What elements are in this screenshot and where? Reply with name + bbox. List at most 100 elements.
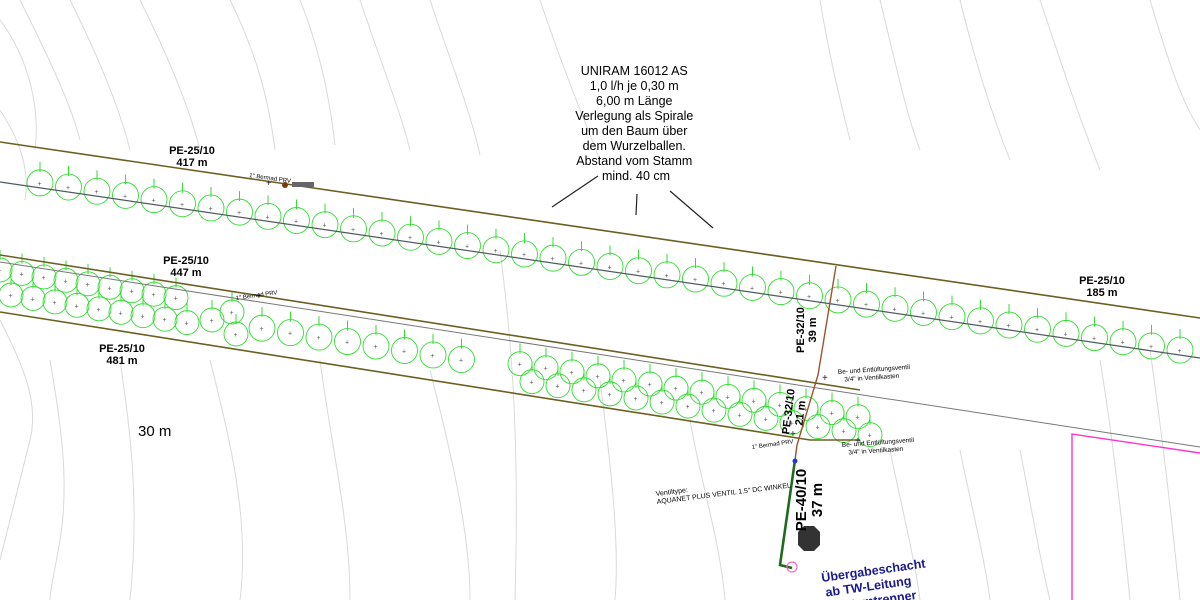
- tree-marker: +: [266, 214, 270, 221]
- prv-label-mid: 1" Bermad PRV: [235, 290, 277, 302]
- pipe-label-top-left-length: 417 m: [176, 157, 207, 169]
- tree-marker: +: [141, 314, 145, 321]
- tree-marker: +: [75, 303, 79, 310]
- tree-marker: +: [288, 331, 292, 338]
- tree-marker: +: [64, 278, 68, 285]
- tree-spiral: [0, 257, 13, 283]
- pipe-label-mid-upper-type: PE-25/10: [163, 255, 209, 267]
- tree-marker: +: [522, 252, 526, 259]
- tree-marker: +: [608, 264, 612, 271]
- tree-marker: +: [152, 292, 156, 299]
- prv-label-top: 1" Bermad PRV: [249, 173, 291, 185]
- main-pipe-40: [778, 459, 797, 570]
- tree-marker: +: [42, 275, 46, 282]
- tree-marker: +: [465, 244, 469, 251]
- tree-marker: +: [323, 223, 327, 230]
- tree-marker: +: [807, 294, 811, 301]
- tree-marker: +: [209, 206, 213, 213]
- tree-marker: +: [665, 273, 669, 280]
- tree-marker: +: [712, 408, 716, 415]
- tree-marker: +: [978, 319, 982, 326]
- tree-marker: +: [351, 227, 355, 234]
- tree-marker: +: [1149, 344, 1153, 351]
- prv-symbol-mid: +: [256, 291, 262, 302]
- tree-marker: +: [636, 269, 640, 276]
- pipe-label-mid-lower-type: PE-25/10: [99, 343, 145, 355]
- riser-39-type: PE-32/10: [795, 307, 807, 353]
- pipe-label-top-left-type: PE-25/10: [169, 145, 215, 157]
- tree-marker: +: [152, 198, 156, 205]
- pipe-mid-a: [0, 254, 861, 391]
- tree-marker: +: [693, 277, 697, 284]
- tree-marker: +: [856, 415, 860, 422]
- tree-marker: +: [1121, 340, 1125, 347]
- tree-marker: +: [123, 193, 127, 200]
- tree-marker: +: [1064, 331, 1068, 338]
- tree-marker: +: [660, 400, 664, 407]
- tree-marker: +: [634, 396, 638, 403]
- prv-symbol-top: +: [266, 178, 314, 188]
- tree-marker: +: [864, 302, 868, 309]
- tree-marker: +: [237, 210, 241, 217]
- tree-marker: +: [608, 392, 612, 399]
- tree-marker: +: [722, 281, 726, 288]
- pipe-label-mid-lower-length: 481 m: [106, 355, 137, 367]
- tree-marker: +: [530, 380, 534, 387]
- tree-marker: +: [163, 317, 167, 324]
- valve-type-label: Ventiltype: AQUANET PLUS VENTIL 1.5" DC …: [655, 482, 791, 505]
- junction-dot: [792, 458, 798, 464]
- tree-marker: +: [738, 412, 742, 419]
- tree-marker: +: [726, 394, 730, 401]
- tree-marker: +: [674, 386, 678, 393]
- svg-text:+: +: [822, 373, 828, 384]
- tree-marker: +: [752, 398, 756, 405]
- tree-marker: +: [816, 425, 820, 432]
- svg-text:+: +: [266, 178, 271, 188]
- tree-marker: +: [294, 218, 298, 225]
- svg-text:+: +: [790, 429, 796, 440]
- supply-pipes: [0, 141, 1200, 600]
- tree-marker: +: [921, 310, 925, 317]
- tree-spirals: + + + + + + + + + + + + + + + + + + + + + + + + + + + + + + + + + + + + + + + +…: [0, 161, 1194, 448]
- main-40-type: PE-40/10: [793, 469, 810, 532]
- tree-marker: +: [494, 248, 498, 255]
- svg-text:Be- und Entlüftungsventil: Be- und Entlüftungsventil 3/4" in Ventil…: [842, 437, 917, 457]
- tree-marker: +: [31, 296, 35, 303]
- tree-marker: +: [234, 332, 238, 339]
- tree-marker: +: [174, 296, 178, 303]
- pipe-top-lower: [0, 181, 1200, 359]
- tree-marker: +: [95, 189, 99, 196]
- tree-marker: +: [556, 384, 560, 391]
- tree-marker: +: [180, 202, 184, 209]
- tree-marker: +: [596, 374, 600, 381]
- svg-text:+: +: [256, 291, 262, 302]
- tree-marker: +: [108, 285, 112, 292]
- tree-marker: +: [686, 404, 690, 411]
- pipe-mid-b: [0, 261, 1200, 448]
- tree-marker: +: [518, 362, 522, 369]
- tree-marker: +: [402, 349, 406, 356]
- tree-marker: +: [210, 318, 214, 325]
- tree-marker: +: [119, 310, 123, 317]
- uniram-note: UNIRAM 16012 AS 1,0 l/h je 0,30 m 6,00 m…: [575, 64, 697, 183]
- tree-marker: +: [380, 231, 384, 238]
- pipe-label-mid-upper-length: 447 m: [170, 267, 201, 279]
- pipe-top-upper: [0, 141, 1200, 319]
- tree-marker: +: [437, 239, 441, 246]
- tree-marker: +: [459, 357, 463, 364]
- riser-21-type: PE-32/10: [780, 388, 798, 435]
- tree-marker: +: [544, 366, 548, 373]
- tree-marker: +: [1178, 348, 1182, 355]
- property-boundary: [1071, 433, 1200, 600]
- tree-marker: +: [66, 185, 70, 192]
- tree-marker: +: [551, 256, 555, 263]
- dimension-label: 30 m: [138, 423, 171, 440]
- tree-marker: +: [345, 340, 349, 347]
- tree-marker: +: [317, 335, 321, 342]
- tree-marker: +: [648, 382, 652, 389]
- callout-leaders: [551, 175, 714, 229]
- tree-marker: +: [579, 260, 583, 267]
- tree-marker: +: [1035, 327, 1039, 334]
- tree-marker: +: [260, 326, 264, 333]
- tree-marker: +: [97, 307, 101, 314]
